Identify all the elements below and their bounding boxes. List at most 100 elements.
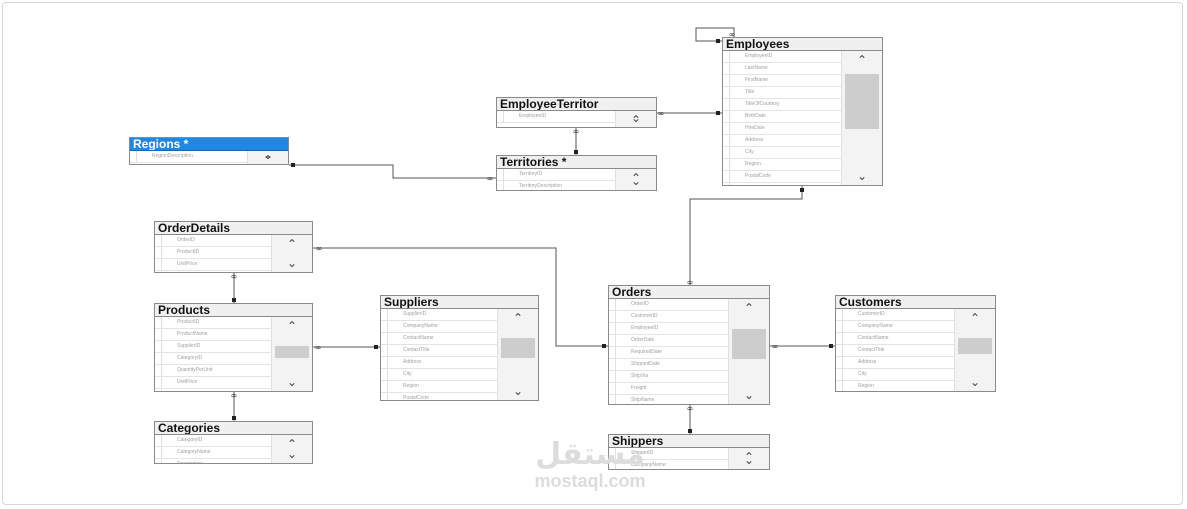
self-relation-line[interactable] — [695, 27, 735, 42]
table-row[interactable]: ContactName — [381, 333, 498, 345]
row-selector[interactable] — [836, 345, 843, 356]
chevron-down-icon[interactable]: ⌄ — [286, 447, 298, 461]
row-selector[interactable] — [155, 365, 162, 376]
row-selector[interactable] — [723, 75, 730, 86]
table-row[interactable]: CategoryName — [155, 447, 272, 459]
chevron-up-icon[interactable]: ⌃ — [856, 53, 868, 67]
chevron-down-icon[interactable]: ⌄ — [856, 169, 868, 183]
table-title[interactable]: Customers — [836, 296, 995, 309]
table-row[interactable]: OrderDate — [609, 335, 729, 347]
table-row[interactable]: UnitPrice — [155, 377, 272, 389]
row-selector[interactable] — [155, 235, 162, 246]
table-row[interactable]: ProductName — [155, 329, 272, 341]
chevron-up-icon[interactable]: ⌃ — [512, 311, 524, 325]
table-row[interactable]: EmployeeID — [723, 51, 842, 63]
row-selector[interactable] — [723, 147, 730, 158]
table-title[interactable]: Territories * — [497, 156, 656, 169]
row-selector[interactable] — [836, 309, 843, 320]
chevron-down-icon[interactable]: ⌄ — [286, 256, 298, 270]
table-row[interactable]: ProductID — [155, 317, 272, 329]
chevron-down-icon[interactable]: ⌄ — [743, 388, 755, 402]
row-selector[interactable] — [609, 359, 616, 370]
row-selector[interactable] — [609, 371, 616, 382]
row-selector[interactable] — [155, 353, 162, 364]
table-title[interactable]: Products — [155, 304, 312, 317]
chevron-down-icon[interactable]: ⌄ — [969, 375, 981, 389]
row-selector[interactable] — [155, 459, 162, 463]
table-row[interactable]: Address — [836, 357, 955, 369]
table-row[interactable]: RegionDescription — [130, 151, 248, 163]
table-title[interactable]: Suppliers — [381, 296, 538, 309]
row-selector[interactable] — [609, 335, 616, 346]
table-row[interactable]: LastName — [723, 63, 842, 75]
table-row[interactable]: ContactTitle — [381, 345, 498, 357]
row-selector[interactable] — [723, 159, 730, 170]
table-row[interactable]: City — [381, 369, 498, 381]
row-selector[interactable] — [723, 171, 730, 182]
table-row[interactable]: OrderID — [155, 235, 272, 247]
table-row[interactable]: Address — [723, 135, 842, 147]
row-selector[interactable] — [723, 51, 730, 62]
row-selector[interactable] — [836, 321, 843, 332]
scrollbar[interactable]: ⌃⌄ — [728, 448, 769, 469]
table-title[interactable]: OrderDetails — [155, 222, 312, 235]
table-row[interactable]: Address — [381, 357, 498, 369]
table-row[interactable]: FirstName — [723, 75, 842, 87]
row-selector[interactable] — [609, 299, 616, 310]
table-row[interactable]: Country — [723, 183, 842, 185]
table-row[interactable]: CompanyName — [836, 321, 955, 333]
table-row[interactable]: Region — [723, 159, 842, 171]
table-title[interactable]: Orders — [609, 286, 769, 299]
scrollbar[interactable]: ⌃⌄ — [271, 317, 312, 391]
table-row[interactable]: CompanyName — [381, 321, 498, 333]
table-row[interactable]: CategoryID — [155, 435, 272, 447]
chevron-down-icon[interactable]: ⌄ — [286, 375, 298, 389]
row-selector[interactable] — [497, 111, 504, 122]
row-selector[interactable] — [497, 169, 504, 180]
row-selector[interactable] — [609, 395, 616, 404]
row-selector[interactable] — [155, 317, 162, 328]
table-row[interactable]: City — [836, 369, 955, 381]
table-row[interactable]: HireDate — [723, 123, 842, 135]
table-row[interactable]: Region — [381, 381, 498, 393]
row-selector[interactable] — [381, 381, 388, 392]
chevron-up-icon[interactable]: ⌃ — [262, 153, 274, 165]
scrollbar[interactable]: ⌃⌄ — [954, 309, 995, 391]
line-orderdetails-orders[interactable] — [313, 247, 608, 347]
row-selector[interactable] — [723, 99, 730, 110]
table-row[interactable]: ShipVia — [609, 371, 729, 383]
chevron-down-icon[interactable]: ⌄ — [512, 384, 524, 398]
scroll-thumb[interactable] — [958, 337, 992, 355]
chevron-up-icon[interactable]: ⌃ — [286, 437, 298, 451]
table-row[interactable]: PostalCode — [723, 171, 842, 183]
row-selector[interactable] — [609, 347, 616, 358]
scrollbar[interactable]: ⌃⌄ — [247, 148, 288, 165]
chevron-up-icon[interactable]: ⌃ — [286, 319, 298, 333]
table-row[interactable]: PostalCode — [381, 393, 498, 400]
row-selector[interactable] — [609, 460, 616, 469]
table-row[interactable]: QuantityPerUnit — [155, 365, 272, 377]
chevron-up-icon[interactable]: ⌃ — [630, 113, 642, 127]
table-row[interactable]: CompanyName — [609, 460, 729, 469]
chevron-up-icon[interactable]: ⌃ — [743, 450, 755, 464]
row-selector[interactable] — [381, 393, 388, 400]
row-selector[interactable] — [155, 447, 162, 458]
table-row[interactable]: EmployeeID — [497, 111, 616, 123]
row-selector[interactable] — [155, 247, 162, 258]
scroll-thumb[interactable] — [845, 74, 879, 129]
row-selector[interactable] — [609, 323, 616, 334]
table-row[interactable]: City — [723, 147, 842, 159]
table-row[interactable]: ShippedDate — [609, 359, 729, 371]
row-selector[interactable] — [381, 345, 388, 356]
row-selector[interactable] — [836, 381, 843, 391]
row-selector[interactable] — [155, 435, 162, 446]
row-selector[interactable] — [723, 123, 730, 134]
table-title[interactable]: EmployeeTerritor — [497, 98, 656, 111]
row-selector[interactable] — [381, 309, 388, 320]
table-row[interactable]: UnitsInStock — [155, 389, 272, 391]
